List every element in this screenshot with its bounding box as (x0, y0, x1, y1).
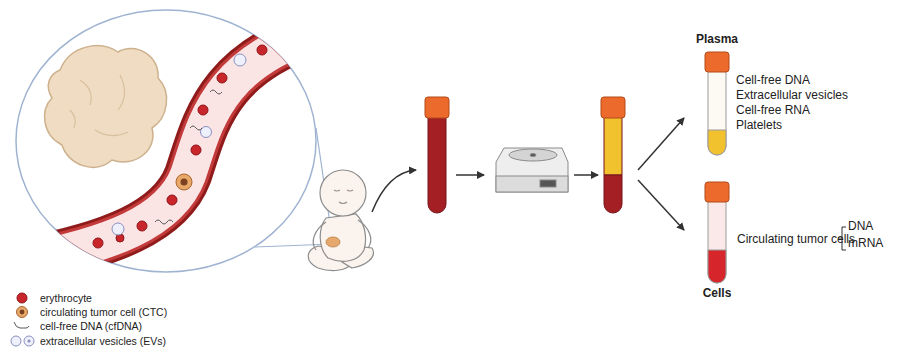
tube-body (708, 200, 726, 283)
flow-arrow (372, 170, 416, 212)
annotation-label: mRNA (848, 236, 883, 250)
tube-body (708, 70, 726, 155)
flow-arrow (574, 174, 598, 176)
cells-tube: Cells (694, 180, 740, 302)
annotation-label: DNA (848, 219, 873, 233)
whole-blood-tube (425, 97, 449, 213)
tube-fill (708, 130, 726, 155)
flow-arrow (638, 180, 684, 230)
infant-patient (308, 170, 373, 270)
flow-arrow (456, 174, 484, 176)
annotation-label: Extracellular vesicles (736, 88, 848, 102)
legend-entry: extracellular vesicles (EVs) (40, 335, 166, 347)
tube-heading: Plasma (696, 32, 738, 46)
centrifuge (496, 148, 568, 192)
plasma-tube-shape (694, 50, 740, 158)
legend-entry: erythrocyte (40, 292, 92, 304)
infant-tumor-spot (326, 237, 340, 247)
annotation-label: Platelets (736, 118, 782, 132)
tube-cap (705, 182, 729, 202)
tube-heading: Cells (703, 286, 732, 300)
plasma-tube: Plasma (694, 28, 740, 158)
annotation-label: Circulating tumor cells (737, 232, 855, 246)
annotation-label: Cell-free RNA (736, 103, 810, 117)
tube-cap (705, 52, 729, 72)
separated-blood-tube (601, 97, 625, 213)
legend-symbols (11, 293, 34, 346)
cells-tube-shape (694, 180, 740, 286)
extracellular-vesicles (73, 54, 246, 259)
legend-entry: cell-free DNA (cfDNA) (40, 320, 142, 332)
tumor-mass (45, 46, 167, 167)
tumor-texture (70, 75, 128, 136)
circulating-tumor-cell (176, 174, 192, 190)
flow-arrow (638, 118, 684, 170)
tube-fill (708, 250, 726, 283)
erythrocytes (55, 33, 305, 257)
blood-vessel (20, 28, 330, 262)
legend-entry: circulating tumor cell (CTC) (40, 306, 167, 318)
cell-free-dna (40, 46, 298, 260)
zoom-content (20, 28, 330, 262)
annotation-label: Cell-free DNA (736, 73, 810, 87)
